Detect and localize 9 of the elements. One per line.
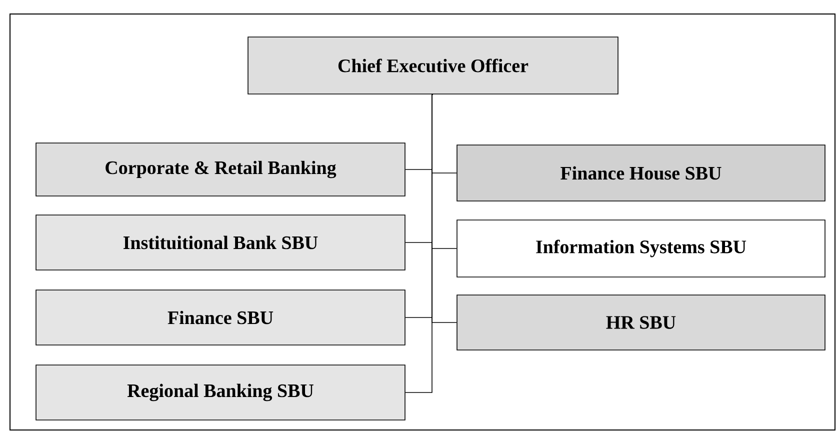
unit-box: Finance SBU bbox=[36, 290, 406, 346]
unit-box: Finance House SBU bbox=[456, 144, 826, 202]
unit-box: Regional Banking SBU bbox=[36, 364, 406, 420]
unit-box: HR SBU bbox=[456, 294, 826, 350]
unit-box: Information Systems SBU bbox=[456, 220, 826, 278]
unit-box: Instituitional Bank SBU bbox=[36, 214, 406, 270]
unit-box: Chief Executive Officer bbox=[248, 36, 618, 94]
unit-box: Corporate & Retail Banking bbox=[36, 142, 406, 196]
connector-line bbox=[405, 94, 434, 393]
